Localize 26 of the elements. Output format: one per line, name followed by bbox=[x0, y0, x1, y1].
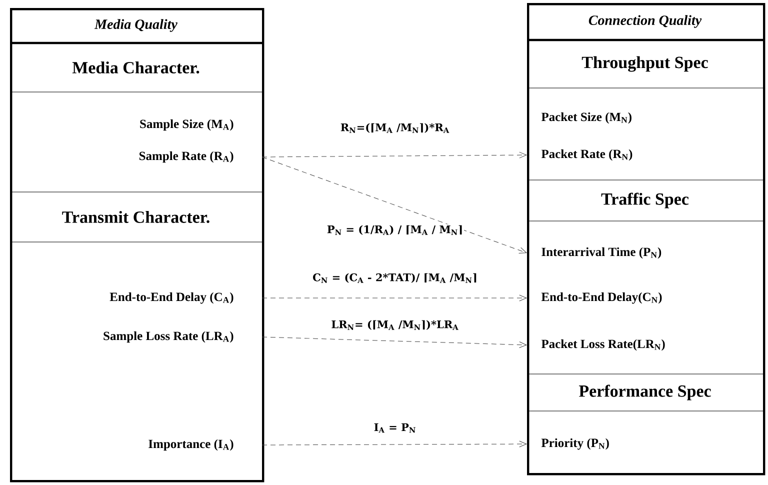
field-label: End-to-End Delay(C$_{N}$) bbox=[541, 292, 662, 304]
field-label: Sample Size (M$_{A}$) bbox=[140, 119, 234, 131]
field-label: Importance (I$_{A}$) bbox=[148, 439, 234, 451]
field-label: Sample Rate (R$_{A}$) bbox=[139, 151, 234, 163]
edge-label: LR$_{N}$= (⌈M$_{A}$ /M$_{N}$⌉)*LR$_{A}$ bbox=[330, 319, 460, 331]
field-label: Packet Rate (R$_{N}$) bbox=[541, 149, 632, 161]
edge-label: C$_{N}$ = (C$_{A}$ - 2*TAT)/ ⌈M$_{A}$ /M$_{N}$⌉ bbox=[312, 272, 478, 284]
section-band: Media Character. bbox=[10, 42, 262, 92]
field-label: End-to-End Delay (C$_{A}$) bbox=[110, 292, 234, 304]
section-band: Transmit Character. bbox=[10, 192, 262, 242]
field-label: Packet Loss Rate(LR$_{N}$) bbox=[541, 339, 665, 351]
edge-label: R$_{N}$=(⌈M$_{A}$ /M$_{N}$⌉)*R$_{A}$ bbox=[339, 122, 451, 134]
arrow bbox=[262, 156, 527, 254]
field-label: Packet Size (M$_{N}$) bbox=[541, 112, 632, 124]
field-label: Sample Loss Rate (LR$_{A}$) bbox=[104, 331, 234, 343]
section-band: Traffic Spec bbox=[526, 180, 764, 222]
section-band: Performance Spec bbox=[526, 374, 764, 412]
arrow bbox=[262, 336, 527, 348]
edge-label: I$_{A}$ = P$_{N}$ bbox=[372, 422, 418, 434]
arrow bbox=[262, 440, 527, 448]
field-label: Interarrival Time (P$_{N}$) bbox=[542, 247, 662, 259]
arrow bbox=[262, 152, 527, 158]
section-band: Throughput Spec bbox=[526, 40, 764, 88]
arrow bbox=[262, 294, 527, 302]
field-label: Priority (P$_{N}$) bbox=[541, 438, 609, 450]
edge-label: P$_{N}$ = (1/R$_{A}$) / ⌈M$_{A}$ / M$_{N}$⌉ bbox=[326, 224, 464, 236]
